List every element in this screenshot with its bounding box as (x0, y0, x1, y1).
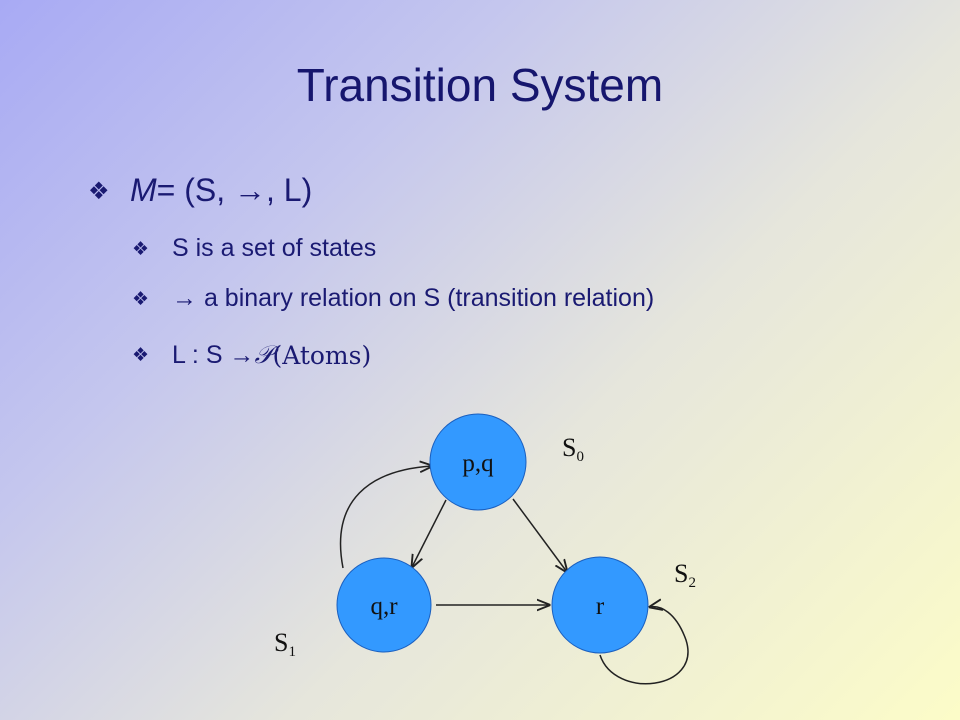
diamond-bullet-icon: ❖ (132, 287, 150, 310)
bullet-definition: ❖ M = (S, →, L) (88, 172, 312, 209)
state-name-s0: S0 (562, 433, 584, 465)
model-symbol: M (130, 172, 157, 208)
bullet-states: ❖ S is a set of states (132, 234, 376, 263)
edge-s0-s2 (512, 498, 567, 572)
edge-s2-s2 (599, 607, 689, 685)
state-name-s2: S2 (674, 559, 696, 591)
diamond-bullet-icon: ❖ (132, 344, 150, 366)
edge-s1-s0 (339, 466, 432, 569)
diamond-bullet-icon: ❖ (132, 237, 150, 260)
slide-title: Transition System (296, 59, 664, 111)
edge-s0-s1 (412, 499, 447, 567)
atoms-text: (Atoms) (272, 340, 372, 370)
powerset-symbol: 𝒫 (254, 340, 273, 369)
node-label-s2: r (596, 593, 605, 620)
bullet-labeling: ❖ L : S → 𝒫 (Atoms) (132, 340, 371, 370)
states-text: S is a set of states (172, 234, 377, 262)
state-name-s1: S1 (274, 628, 296, 660)
node-label-s0: p,q (462, 450, 494, 477)
labeling-prefix: L : S → (172, 340, 255, 369)
transition-text: → a binary relation on S (transition rel… (172, 284, 655, 312)
state-node-s2: r (551, 556, 649, 654)
state-node-s1: q,r (336, 557, 432, 653)
diamond-bullet-icon: ❖ (88, 176, 110, 205)
state-node-s0: p,q (429, 413, 527, 511)
node-label-s1: q,r (370, 593, 398, 620)
model-tuple: = (S, →, L) (156, 172, 313, 208)
bullet-transition: ❖ → a binary relation on S (transition r… (132, 284, 654, 313)
